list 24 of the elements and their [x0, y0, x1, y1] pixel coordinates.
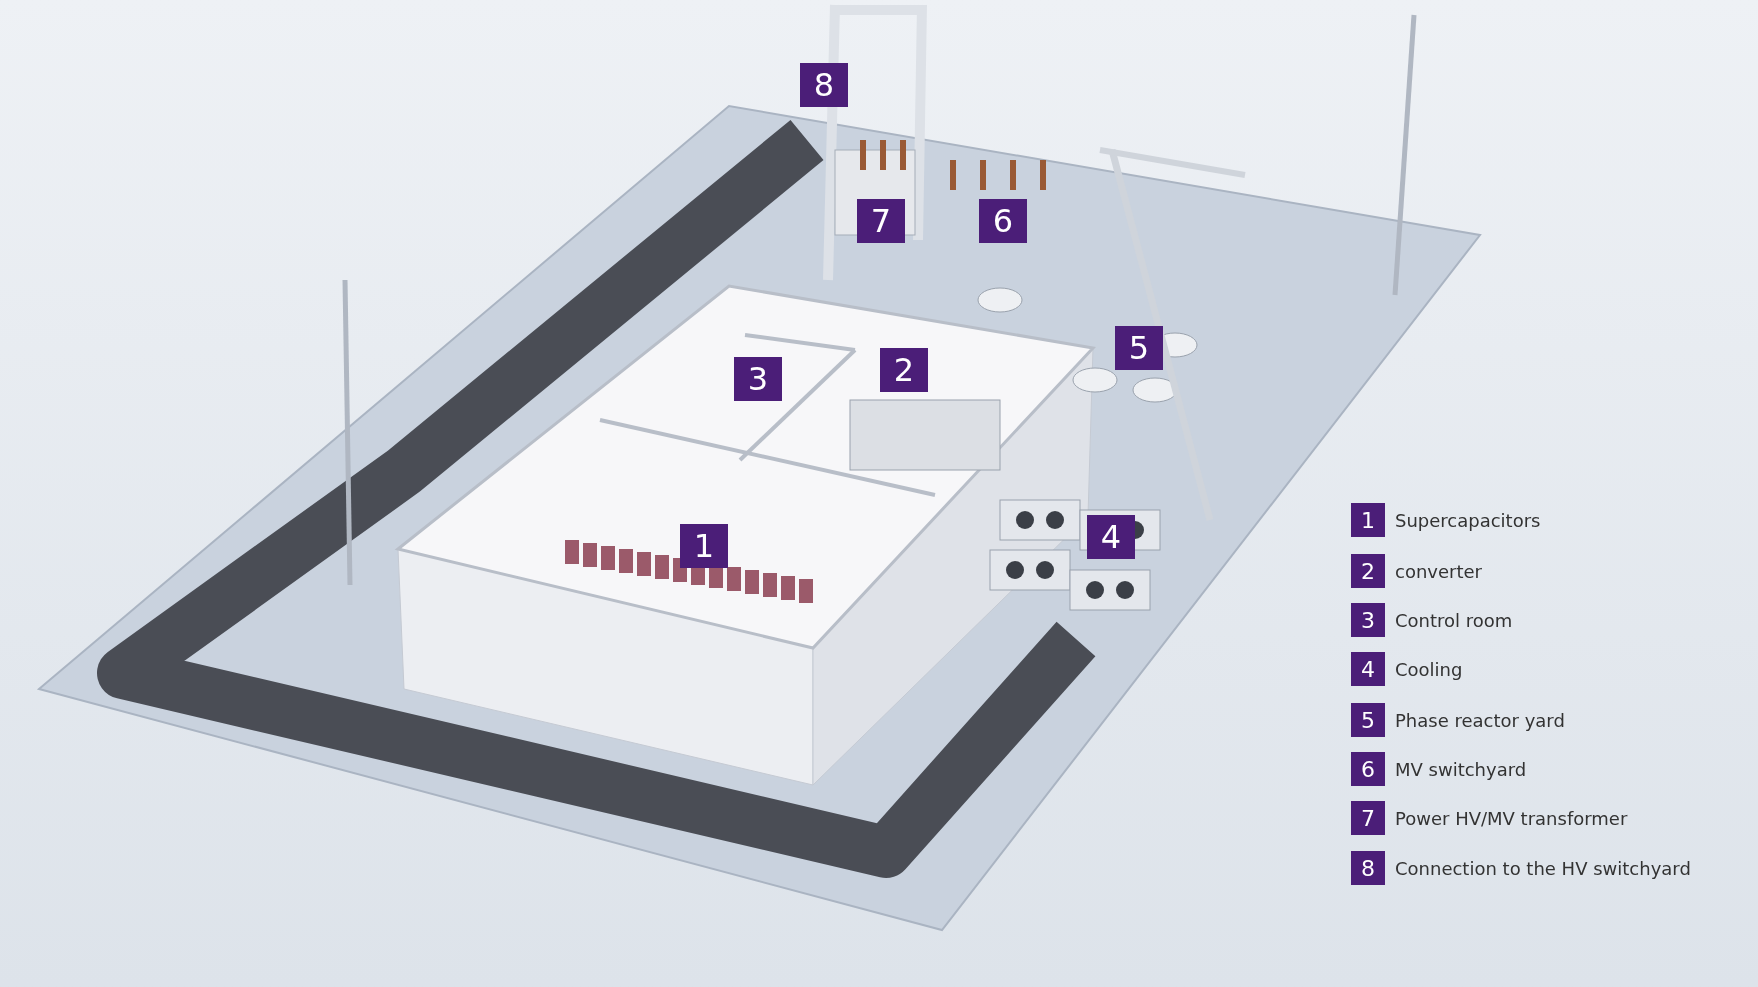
legend-text: converter [1395, 559, 1482, 584]
callout-number: 3 [734, 357, 782, 401]
legend-text: Power HV/MV transformer [1395, 806, 1628, 831]
callout-number: 7 [857, 199, 905, 243]
legend-number: 2 [1351, 554, 1385, 588]
legend-text: MV switchyard [1395, 757, 1527, 782]
legend-text: Cooling [1395, 657, 1463, 682]
legend-text: Control room [1395, 608, 1513, 633]
legend-number: 6 [1351, 752, 1385, 786]
callout-number: 5 [1115, 326, 1163, 370]
legend-text: Connection to the HV switchyard [1395, 856, 1691, 881]
callout-number: 2 [880, 348, 928, 392]
legend-number: 1 [1351, 503, 1385, 537]
legend-number: 8 [1351, 851, 1385, 885]
callout-number: 8 [800, 63, 848, 107]
legend-number: 5 [1351, 703, 1385, 737]
legend-text: Supercapacitors [1395, 508, 1541, 533]
callout-number: 1 [680, 524, 728, 568]
legend-number: 4 [1351, 652, 1385, 686]
legend-text: Phase reactor yard [1395, 708, 1565, 733]
legend-number: 7 [1351, 801, 1385, 835]
callout-number: 6 [979, 199, 1027, 243]
legend-number: 3 [1351, 603, 1385, 637]
callout-number: 4 [1087, 515, 1135, 559]
